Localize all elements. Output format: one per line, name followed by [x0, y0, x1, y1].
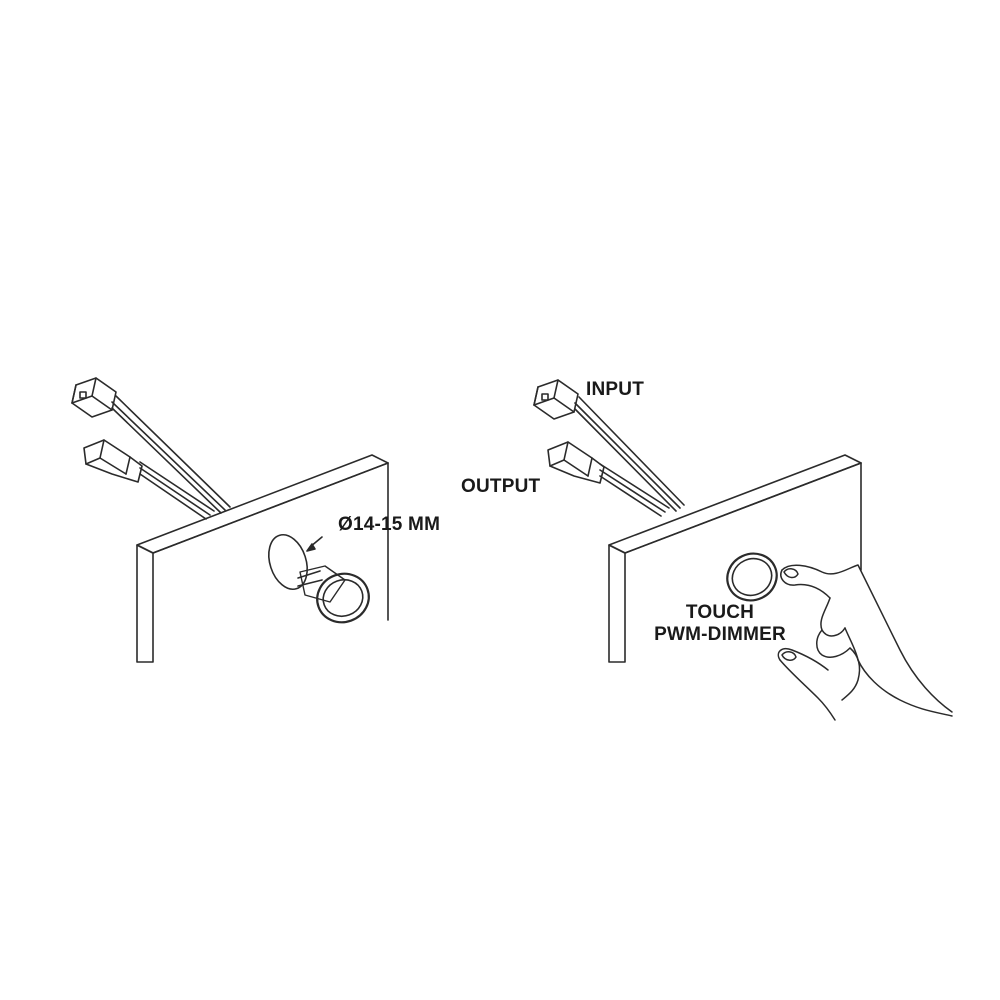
- output-label: OUTPUT: [461, 476, 541, 497]
- left-connector-bottom: [83, 439, 143, 483]
- right-connector-output: [547, 441, 605, 484]
- right-connector-input: [533, 379, 579, 420]
- right-panel: [608, 454, 862, 663]
- pwm-dimmer-label: PWM-DIMMER: [654, 624, 786, 645]
- touch-dimmer-button: [726, 552, 778, 602]
- left-connector-top: [71, 377, 117, 418]
- left-cables: [111, 395, 231, 520]
- hand-illustration: [777, 564, 953, 721]
- left-panel: [136, 454, 389, 663]
- right-cables: [574, 396, 685, 517]
- input-label: INPUT: [586, 379, 644, 400]
- left-sensor-button: [268, 533, 370, 624]
- touch-label: TOUCH: [685, 602, 755, 623]
- diameter-label: Ø14-15 MM: [338, 514, 441, 535]
